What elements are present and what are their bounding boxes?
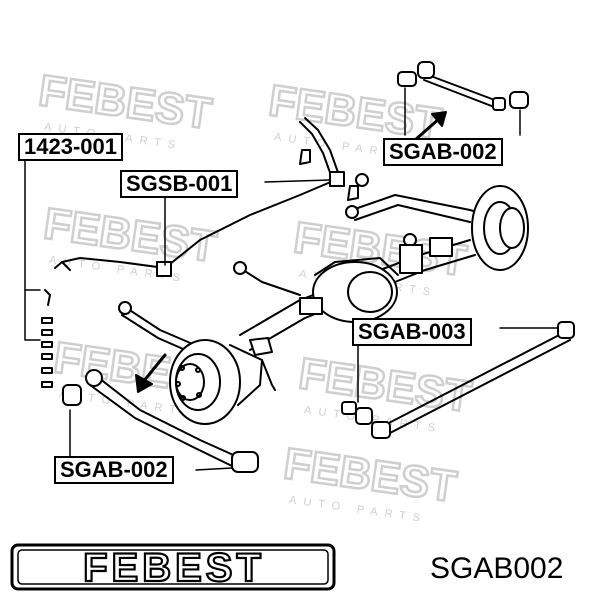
rod-bushing — [557, 321, 575, 339]
stabilizer-bushing — [156, 261, 172, 277]
lower-arm-upper — [121, 314, 191, 353]
differential — [312, 261, 398, 323]
part-number: SGAB002 — [430, 552, 564, 585]
axle-mount — [299, 297, 323, 315]
differential-cover — [347, 271, 393, 313]
upper-rod — [423, 79, 503, 111]
rod-bushing — [492, 97, 506, 111]
wheel-stud — [180, 395, 186, 401]
rod-bushing — [509, 91, 529, 109]
stabilizer-bracket — [347, 185, 359, 201]
brand-logo: FEBEST — [82, 545, 265, 591]
rod-bushing — [231, 451, 259, 473]
lower-trailing-arm — [94, 374, 241, 459]
rod-bushing — [341, 401, 357, 415]
stabilizer-bracket — [299, 149, 311, 165]
washer — [41, 317, 53, 324]
callout-sgab-002-bottom: SGAB-002 — [54, 456, 174, 484]
rod-bushing — [371, 421, 391, 439]
backing-plate — [229, 344, 263, 406]
rod-bushing — [62, 384, 82, 406]
differential-case — [314, 257, 399, 276]
wheel-stud — [196, 392, 202, 398]
bolt — [54, 261, 71, 271]
wheel-stud — [195, 367, 201, 373]
washer — [41, 329, 53, 336]
stabilizer-bar-inner — [299, 121, 334, 182]
arrow — [141, 353, 167, 384]
wheel-stud — [175, 381, 181, 387]
callout-sgab-002-top: SGAB-002 — [383, 138, 503, 166]
leader-line — [195, 467, 233, 471]
arrow-head — [135, 374, 153, 393]
axle-mount — [399, 244, 423, 274]
watermark: FEBEST AUTO PARTS — [280, 438, 461, 525]
hub — [499, 207, 525, 249]
bolt — [44, 289, 51, 306]
arm-bushing — [233, 261, 247, 275]
upper-control-arm — [354, 204, 471, 223]
arm-bushing — [345, 205, 359, 219]
rod-bushing — [355, 407, 373, 425]
washer — [41, 381, 53, 388]
callout-sgsb-001: SGSB-001 — [120, 170, 239, 198]
lower-trailing-arm — [89, 384, 233, 467]
shock-mount — [249, 337, 273, 356]
watermark: FEBEST AUTO PARTS — [40, 198, 221, 285]
arrow-head — [431, 111, 447, 127]
axle-mount — [429, 237, 453, 257]
arm-bushing — [355, 173, 369, 187]
washer — [41, 353, 53, 360]
leader-line — [24, 156, 41, 341]
callout-1423-001: 1423-001 — [18, 133, 123, 161]
link — [261, 359, 276, 391]
brand-logo-text: FEBEST — [83, 546, 265, 590]
wheel-stud — [179, 365, 185, 371]
upper-link — [239, 267, 301, 296]
washer — [41, 367, 53, 374]
stabilizer-bar — [61, 117, 341, 269]
febest-logo — [10, 543, 336, 591]
arm-bushing — [85, 369, 103, 387]
lower-arm-upper — [124, 306, 196, 346]
arm-bushing — [118, 301, 132, 315]
lateral-rod — [389, 339, 571, 434]
washer — [41, 341, 53, 348]
rod-bushing — [397, 71, 417, 87]
rod-bushing — [417, 61, 435, 79]
callout-sgab-003: SGAB-003 — [352, 318, 472, 346]
lateral-rod — [384, 331, 566, 426]
leader-line — [264, 179, 331, 183]
stabilizer-bushing — [329, 171, 345, 187]
arrow — [413, 116, 442, 142]
